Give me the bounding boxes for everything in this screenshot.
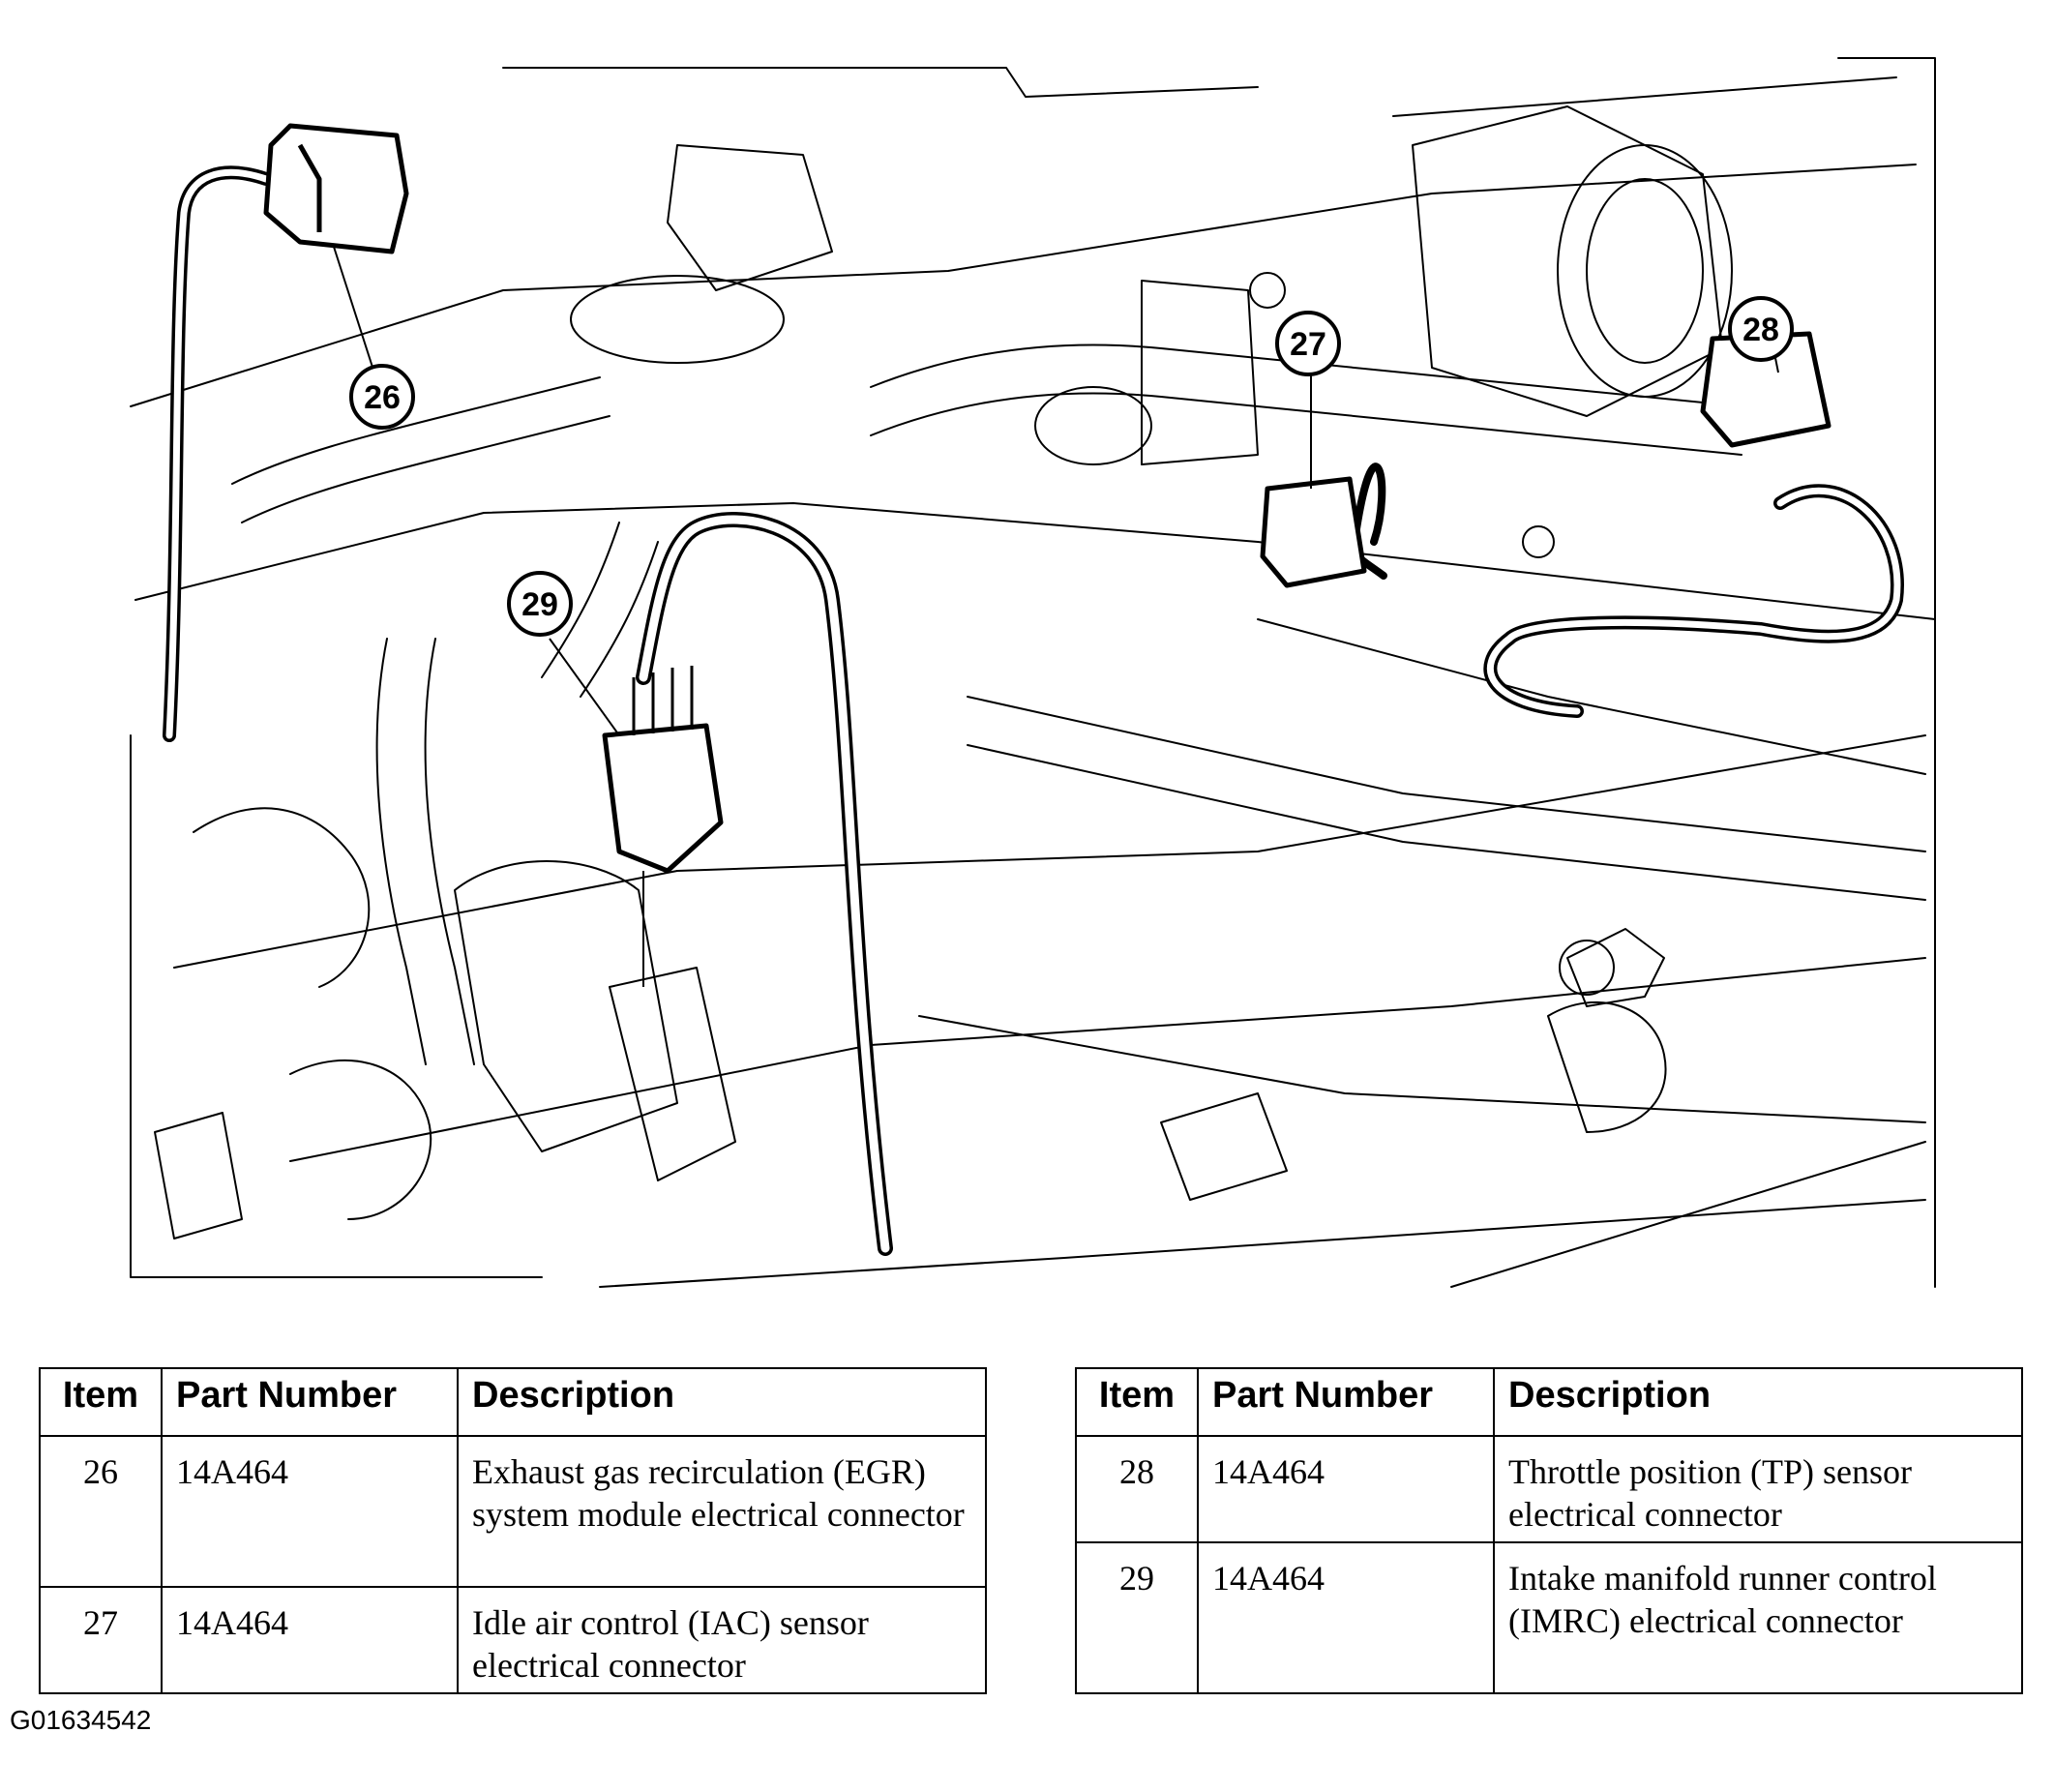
- figure-id: G01634542: [10, 1705, 152, 1735]
- callout-27: 27: [1275, 311, 1341, 376]
- callout-29-label: 29: [521, 586, 558, 623]
- item-cell: 28: [1075, 1435, 1199, 1543]
- item-cell: 27: [39, 1586, 163, 1694]
- callout-26: 26: [349, 364, 415, 430]
- table-header-row: Item Part Number Description: [1075, 1367, 2023, 1437]
- header-part-number: Part Number: [161, 1367, 459, 1437]
- part-number-cell: 14A464: [161, 1586, 459, 1694]
- description-cell: Idle air control (IAC) sensor electrical…: [457, 1586, 987, 1694]
- callout-27-label: 27: [1290, 326, 1326, 363]
- description-cell: Throttle position (TP) sensor electrical…: [1493, 1435, 2023, 1543]
- header-description: Description: [1493, 1367, 2023, 1437]
- item-cell: 26: [39, 1435, 163, 1588]
- part-number-cell: 14A464: [1197, 1435, 1495, 1543]
- table-header-row: Item Part Number Description: [39, 1367, 987, 1437]
- callout-28-label: 28: [1742, 312, 1779, 348]
- table-row: 29 14A464 Intake manifold runner control…: [1075, 1541, 2023, 1694]
- parts-table-left: Item Part Number Description 26 14A464 E…: [39, 1367, 987, 1694]
- header-part-number: Part Number: [1197, 1367, 1495, 1437]
- part-number-cell: 14A464: [1197, 1541, 1495, 1694]
- parts-table-right: Item Part Number Description 28 14A464 T…: [1075, 1367, 2023, 1694]
- engine-illustration: 26 27 28 29: [130, 57, 1936, 1288]
- callout-29: 29: [507, 571, 573, 637]
- table-row: 27 14A464 Idle air control (IAC) sensor …: [39, 1586, 987, 1694]
- table-row: 26 14A464 Exhaust gas recirculation (EGR…: [39, 1435, 987, 1588]
- header-description: Description: [457, 1367, 987, 1437]
- callout-28: 28: [1728, 296, 1794, 362]
- description-cell: Intake manifold runner control (IMRC) el…: [1493, 1541, 2023, 1694]
- item-cell: 29: [1075, 1541, 1199, 1694]
- callout-26-label: 26: [364, 379, 401, 416]
- header-item: Item: [1075, 1367, 1199, 1437]
- description-cell: Exhaust gas recirculation (EGR) system m…: [457, 1435, 987, 1588]
- table-row: 28 14A464 Throttle position (TP) sensor …: [1075, 1435, 2023, 1543]
- part-number-cell: 14A464: [161, 1435, 459, 1588]
- header-item: Item: [39, 1367, 163, 1437]
